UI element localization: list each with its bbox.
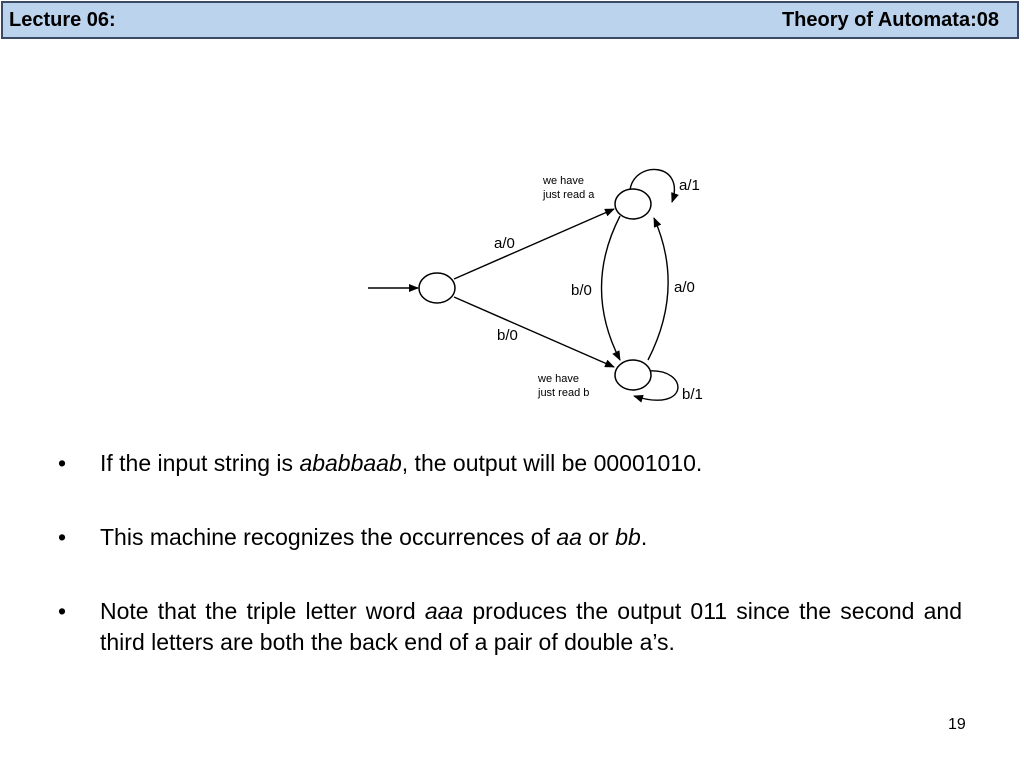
bullet-italic-text: aa — [556, 524, 582, 550]
edge-start-to-a — [453, 208, 615, 280]
label-start-to-a: a/0 — [494, 235, 515, 252]
bullet-italic-text: bb — [615, 524, 641, 550]
mealy-machine-diagram: we have just read a we have just read b … — [368, 168, 703, 403]
bullet-marker: • — [58, 598, 67, 624]
bullet-item: • If the input string is ababbaab, the o… — [58, 448, 962, 479]
bullet-item: • This machine recognizes the occurrence… — [58, 522, 962, 553]
state-b-note-line2: just read b — [537, 387, 589, 399]
page-number: 19 — [948, 716, 966, 733]
edge-a-to-b — [600, 215, 621, 361]
bullet-text: Note that the triple letter word — [100, 598, 425, 624]
edge-b-to-a — [647, 217, 669, 361]
bullet-marker: • — [58, 450, 67, 476]
bullet-italic-text: aaa — [424, 598, 464, 624]
label-start-to-b: b/0 — [497, 327, 518, 344]
edge-start-to-b — [453, 296, 615, 368]
label-a-loop: a/1 — [679, 177, 700, 194]
course-title: Theory of Automata:08 — [781, 8, 999, 31]
bullet-text: , the output will be 00001010. — [401, 450, 703, 476]
bullet-text: produces the output 011 since the second… — [100, 598, 962, 655]
bullet-list: • If the input string is ababbaab, the o… — [58, 448, 962, 701]
label-a-to-b: b/0 — [571, 282, 592, 299]
lecture-title: Lecture 06: — [9, 8, 116, 31]
label-b-loop: b/1 — [682, 386, 703, 403]
state-read-b — [614, 359, 652, 391]
edge-b-loop — [633, 370, 679, 403]
bullet-text: or — [581, 524, 616, 550]
state-read-a — [614, 188, 652, 220]
state-a-note-line1: we have — [542, 175, 584, 187]
bullet-marker: • — [58, 524, 67, 550]
bullet-text: If the input string is — [100, 450, 300, 476]
slide-header: Lecture 06: Theory of Automata:08 — [1, 1, 1019, 39]
label-b-to-a: a/0 — [674, 279, 695, 296]
bullet-text: . — [640, 524, 648, 550]
state-b-note-line1: we have — [537, 373, 579, 385]
state-start — [418, 272, 456, 304]
bullet-item: • Note that the triple letter word aaa p… — [58, 596, 962, 658]
bullet-text: This machine recognizes the occurrences … — [100, 524, 557, 550]
bullet-italic-text: ababbaab — [299, 450, 402, 476]
state-a-note-line2: just read a — [542, 189, 595, 201]
edge-a-loop — [629, 168, 679, 203]
